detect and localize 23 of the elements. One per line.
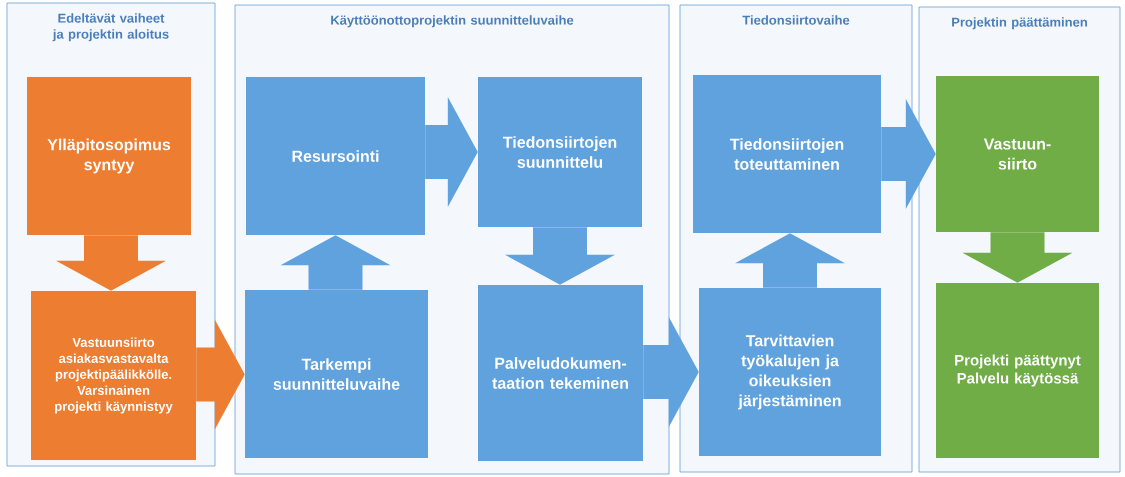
process-box: Palveludokumen- taation tekeminen (478, 285, 643, 461)
panel-heading: Tiedonsiirtovaihe (742, 15, 850, 25)
block-arrow (196, 319, 245, 430)
process-box: Vastuun- siirto (936, 76, 1099, 232)
panel-heading: Edeltävät vaiheet ja projektin aloitus (52, 13, 169, 42)
process-box: Projekti päättynyt Palvelu käytössä (936, 283, 1099, 458)
block-arrow (505, 227, 615, 285)
process-box: Tarkempi suunnitteluvaihe (245, 290, 428, 458)
block-arrow (735, 233, 845, 288)
panel-heading: Käyttöönottoprojektin suunnitteluvaihe (331, 15, 574, 28)
process-box: Vastuunsiirto asiakasvastavalta projektipäälikkölle. Varsinainen projekti käynnistyy (31, 291, 196, 460)
block-arrow (280, 235, 391, 290)
block-arrow (425, 97, 478, 207)
process-box: Tiedonsiirtojen toteuttaminen (693, 75, 881, 233)
process-box: Resursointi (246, 77, 425, 235)
block-arrow (962, 232, 1073, 283)
block-arrow (56, 235, 166, 291)
block-arrow (881, 99, 936, 209)
process-box: Ylläpitosopimus syntyy (27, 77, 191, 235)
process-box: Tarvittavien työkalujen ja oikeuksien järjestäminen (699, 288, 881, 456)
block-arrow (643, 317, 699, 427)
panel-heading: Projektin päättäminen (952, 17, 1087, 30)
process-box: Tiedonsiirtojen suunnittelu (478, 77, 642, 227)
